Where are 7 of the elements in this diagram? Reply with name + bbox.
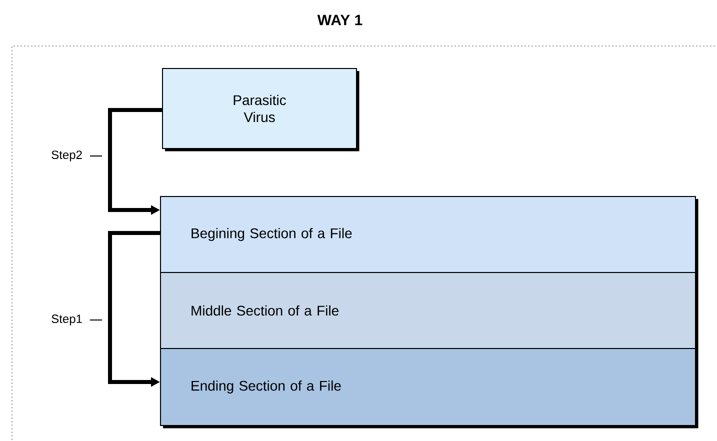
edge-label: Step2 <box>52 150 82 162</box>
file-section-box: Ending Section of a File <box>160 348 696 426</box>
edge-label: Step1 <box>52 314 82 326</box>
virus-box: Parasitic Virus <box>162 68 357 149</box>
title: WAY 1 <box>317 14 362 26</box>
file-section-box: Middle Section of a File <box>160 272 696 349</box>
file-section-box: Begining Section of a File <box>160 196 696 273</box>
